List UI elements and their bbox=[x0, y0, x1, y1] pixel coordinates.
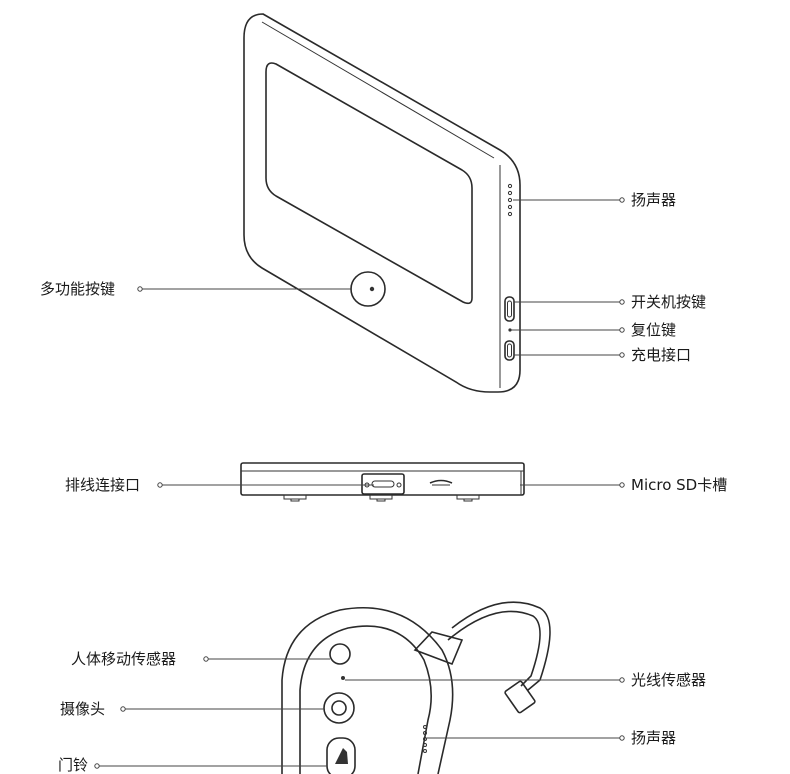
label-cable-port: 排线连接口 bbox=[65, 476, 141, 494]
label-charge-port: 充电接口 bbox=[631, 346, 692, 364]
bell-icon bbox=[335, 748, 348, 764]
label-light-sensor: 光线传感器 bbox=[631, 671, 707, 689]
label-power-button: 开关机按键 bbox=[631, 293, 707, 311]
label-reset-button: 复位键 bbox=[631, 321, 677, 339]
doorbell-button-icon bbox=[326, 737, 356, 774]
camera-leaders bbox=[94, 656, 625, 769]
camera-speaker-holes-icon bbox=[423, 725, 427, 753]
multi-button-icon bbox=[350, 271, 386, 307]
label-doorbell: 门铃 bbox=[58, 756, 89, 774]
label-motion-sensor: 人体移动传感器 bbox=[71, 650, 177, 668]
power-button-icon bbox=[504, 296, 515, 322]
bottom-view-device bbox=[240, 462, 525, 502]
reset-hole-icon bbox=[508, 328, 512, 332]
label-speaker: 扬声器 bbox=[631, 191, 677, 209]
label-camera: 摄像头 bbox=[60, 700, 106, 718]
motion-sensor-icon bbox=[329, 643, 351, 665]
connector-icon bbox=[504, 680, 536, 714]
screen-outline bbox=[265, 62, 473, 305]
camera-unit bbox=[281, 601, 551, 774]
charge-port-icon bbox=[504, 340, 515, 361]
light-sensor-icon bbox=[341, 676, 345, 680]
bottom-leaders bbox=[157, 482, 625, 488]
speaker-holes-icon bbox=[507, 183, 513, 217]
camera-lens-icon bbox=[323, 692, 355, 724]
sd-slot-icon bbox=[429, 479, 453, 484]
monitor-device bbox=[243, 13, 521, 393]
label-sd-slot: Micro SD卡槽 bbox=[631, 476, 728, 494]
label-multi-button: 多功能按键 bbox=[40, 280, 116, 298]
label-camera-speaker: 扬声器 bbox=[631, 729, 677, 747]
front-leaders bbox=[137, 197, 625, 358]
cable-port-icon bbox=[361, 473, 405, 495]
